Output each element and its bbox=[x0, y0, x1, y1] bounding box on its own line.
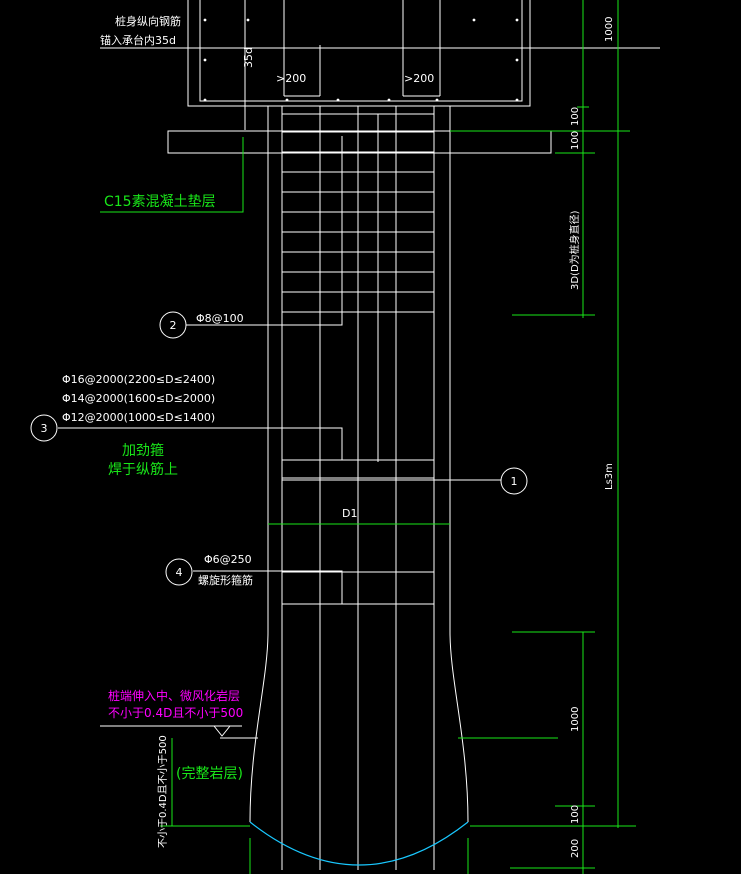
svg-text:1: 1 bbox=[511, 475, 518, 488]
stiff-note-5: 焊于纵筋上 bbox=[108, 461, 178, 478]
rock-notes: 桩端伸入中、微风化岩层 不小于0.4D且不小于500 不小于0.4D且不小于50… bbox=[100, 688, 558, 874]
dim-1000-bottom: 1000 bbox=[570, 707, 581, 732]
marker-1: 1 bbox=[500, 467, 528, 495]
dense-stirrups bbox=[282, 113, 434, 313]
rock-note-1: 桩端伸入中、微风化岩层 bbox=[108, 688, 240, 703]
cushion-label: C15素混凝土垫层 bbox=[104, 194, 216, 210]
top-anchor-note-1: 桩身纵向钢筋 bbox=[115, 14, 181, 28]
stiff-note-1: Φ16@2000(2200≤D≤2400) bbox=[62, 373, 215, 386]
gt200-left: >200 bbox=[276, 72, 306, 85]
cushion-layer: C15素混凝土垫层 bbox=[100, 130, 552, 213]
gt200-right: >200 bbox=[404, 72, 434, 85]
top-anchor-note-2: 锚入承台内35d bbox=[100, 33, 176, 47]
rock-intact-label: (完整岩层) bbox=[176, 766, 243, 782]
dim-100-a: 100 bbox=[570, 107, 581, 126]
spiral2-note-2: 螺旋形箍筋 bbox=[198, 573, 253, 587]
leaders bbox=[58, 136, 501, 604]
marker-2: 2 bbox=[159, 311, 187, 339]
circle-markers: 1 2 3 4 bbox=[30, 311, 528, 586]
right-dimensions: 1000 100 100 3D(D为桩身直径) Ls3m 1000 100 20… bbox=[450, 0, 636, 874]
labels: Φ8@100 Φ16@2000(2200≤D≤2400) Φ14@2000(16… bbox=[62, 312, 450, 587]
pile-shaft bbox=[249, 105, 469, 870]
dim-100-b: 100 bbox=[570, 131, 581, 150]
rebar-dots bbox=[203, 18, 519, 102]
svg-text:3: 3 bbox=[41, 422, 48, 435]
marker-4: 4 bbox=[165, 558, 193, 586]
dim-100-c: 100 bbox=[570, 805, 581, 824]
d1-label: D1 bbox=[342, 507, 357, 520]
spiral-label: Φ8@100 bbox=[196, 312, 244, 325]
dim-200: 200 bbox=[570, 839, 581, 858]
stiff-note-4: 加劲箍 bbox=[122, 442, 164, 459]
rock-vertical-note: 不小于0.4D且不小于500 bbox=[157, 735, 169, 848]
stiff-note-2: Φ14@2000(1600≤D≤2000) bbox=[62, 392, 215, 405]
rock-note-2: 不小于0.4D且不小于500 bbox=[108, 706, 243, 720]
dim-3d: 3D(D为桩身直径) bbox=[568, 210, 581, 290]
dim-1000-top: 1000 bbox=[604, 17, 615, 42]
svg-text:4: 4 bbox=[176, 566, 183, 579]
stiff-note-3: Φ12@2000(1000≤D≤1400) bbox=[62, 411, 215, 424]
spiral2-note-1: Φ6@250 bbox=[204, 553, 252, 566]
svg-text:2: 2 bbox=[170, 319, 177, 332]
pile-cap: 桩身纵向钢筋 锚入承台内35d 35d >200 >200 bbox=[100, 0, 660, 130]
bell-bottom-curve bbox=[249, 821, 469, 866]
dim-ls3m: Ls3m bbox=[604, 463, 615, 490]
dim-35d: 35d bbox=[242, 47, 255, 68]
marker-3: 3 bbox=[30, 414, 58, 442]
